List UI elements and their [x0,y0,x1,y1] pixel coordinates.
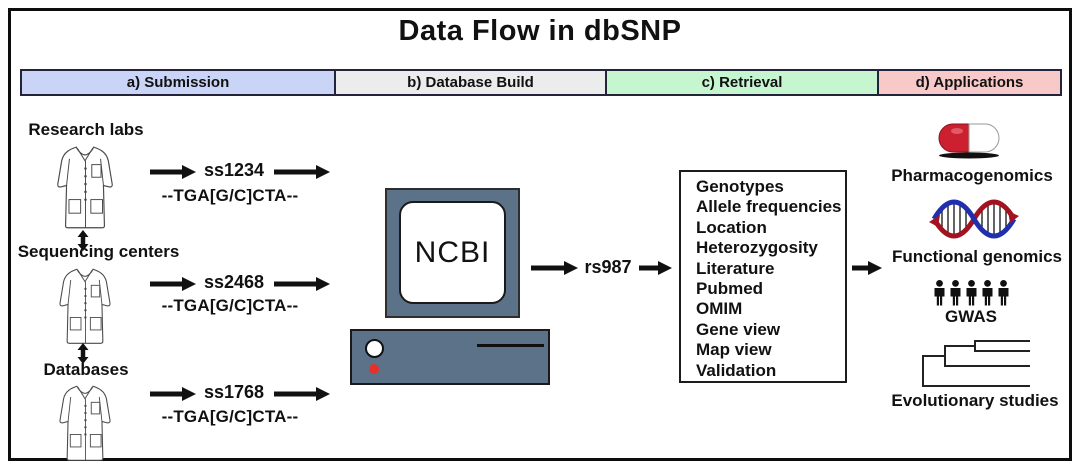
ncbi-label: NCBI [414,235,491,269]
disk-slot-icon [477,344,544,347]
phase-header-bar: a) Submission b) Database Build c) Retri… [20,69,1062,96]
lab-coat-icon [59,268,111,344]
phase-applications-label: d) Applications [915,74,1024,91]
retrieval-item: Gene view [696,319,781,339]
retrieval-item: Genotypes [696,177,784,196]
source-label-databases: Databases [43,360,129,379]
power-button-icon [365,339,384,358]
person-icon [982,280,992,306]
phase-database-build: b) Database Build [334,69,607,96]
submission-sequence: --TGA[G/C]CTA-- [161,186,299,205]
retrieval-item: Pubmed [696,279,764,299]
diagram-border [8,8,1072,461]
retrieval-item: Validation [696,360,777,380]
lab-coat-icon [59,385,111,461]
retrieval-item: Map view [696,340,772,360]
submission-ss-id: ss1234 [203,160,265,180]
retrieval-attributes-box: Genotypes Allele frequencies Location He… [679,170,847,383]
source-label-sequencing-centers: Sequencing centers [17,242,180,261]
phase-submission: a) Submission [20,69,336,96]
retrieval-item: OMIM [696,299,743,319]
lab-coat-icon [57,146,113,229]
retrieval-item: Location [696,217,767,237]
arrow-right-icon [639,261,672,275]
person-icon [934,280,944,306]
arrow-right-icon [852,261,882,275]
phase-retrieval: c) Retrieval [605,69,879,96]
red-indicator-icon [369,364,379,374]
arrow-right-icon [274,277,330,291]
arrow-right-icon [531,261,578,275]
application-label-evolutionary-studies: Evolutionary studies [891,391,1059,410]
person-icon [950,280,960,306]
people-icon [929,280,1013,306]
application-label-pharmacogenomics: Pharmacogenomics [891,166,1053,185]
application-label-gwas: GWAS [945,307,997,326]
phase-applications: d) Applications [877,69,1062,96]
source-label-research-labs: Research labs [28,120,144,139]
submission-sequence: --TGA[G/C]CTA-- [161,407,299,426]
phylogenetic-tree-icon [922,340,1030,387]
arrow-right-icon [150,387,196,401]
phase-submission-label: a) Submission [126,74,230,91]
dna-icon [929,199,1019,239]
diagram-title: Data Flow in dbSNP [398,15,682,47]
computer-screen: NCBI [399,201,506,304]
person-icon [966,280,976,306]
phase-retrieval-label: c) Retrieval [701,74,783,91]
submission-ss-id: ss1768 [203,382,265,402]
arrow-right-icon [274,165,330,179]
arrow-right-icon [150,277,196,291]
phase-database-build-label: b) Database Build [407,74,534,91]
retrieval-item: Literature [696,258,775,278]
refsnp-id: rs987 [584,257,632,277]
person-icon [998,280,1008,306]
arrow-right-icon [150,165,196,179]
submission-ss-id: ss2468 [203,272,265,292]
pill-icon [938,123,1000,159]
application-label-functional-genomics: Functional genomics [891,247,1063,266]
computer-base-unit [350,329,550,385]
submission-sequence: --TGA[G/C]CTA-- [161,296,299,315]
retrieval-item: Allele frequencies [696,197,842,217]
arrow-right-icon [274,387,330,401]
retrieval-item: Heterozygosity [696,238,818,258]
